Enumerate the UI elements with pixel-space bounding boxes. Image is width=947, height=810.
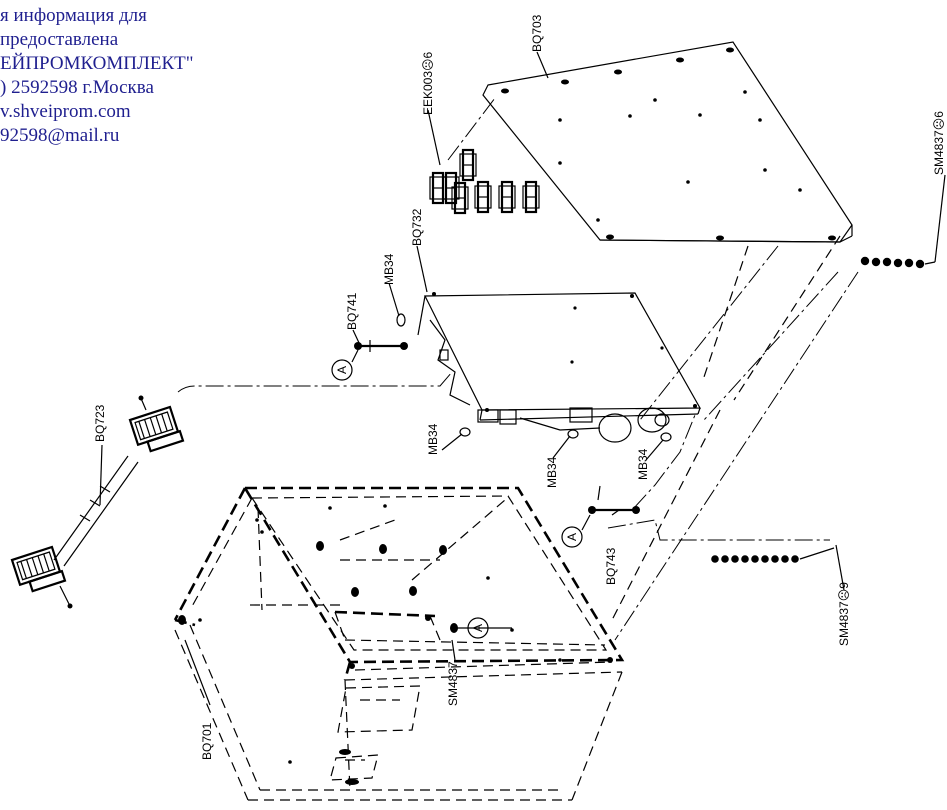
label-mb34-right: MB34 [636, 448, 650, 480]
label-mb34-left: MB34 [426, 423, 440, 455]
cabinet-body [173, 486, 625, 801]
label-sm4837-x6: SM4837☹6 [932, 111, 946, 175]
top-cover-plate [482, 41, 853, 243]
watermark-line: ) 2592598 г.Москва [0, 77, 154, 98]
label-sm4837: SM4837 [446, 661, 460, 706]
label-mb34-top: MB34 [382, 253, 396, 285]
label-mb34-mid: MB34 [545, 456, 559, 488]
label-bq743: BQ743 [604, 547, 618, 585]
screw-row-top [860, 256, 936, 269]
callout-a-center: A [467, 617, 489, 639]
watermark-line: предоставлена [0, 29, 119, 50]
watermark-line: я информация для [0, 5, 147, 26]
part-labels: BQ703 EEK003☹6 SM4837☹6 BQ732 MB34 BQ741… [93, 14, 946, 760]
cable-bq743 [588, 414, 830, 541]
leader-lines [99, 51, 946, 706]
label-sm4837-x9: SM4837☹9 [837, 582, 851, 646]
callout-label: A [565, 533, 579, 541]
cover-holes [501, 47, 836, 241]
callout-a-left: A [331, 349, 359, 381]
watermark-line: ЕЙПРОМКОМПЛЕКТ" [0, 53, 194, 74]
callout-a-right: A [561, 514, 591, 548]
assembly-alignment-lines [611, 235, 859, 641]
callout-label: A [471, 624, 485, 632]
callout-label: A [335, 366, 349, 374]
watermark-line: v.shveiprom.com [0, 101, 131, 122]
cable-bq741 [354, 340, 408, 352]
screw-row-bottom [711, 547, 835, 563]
watermark-line: 92598@mail.ru [0, 125, 120, 146]
label-bq723: BQ723 [93, 404, 107, 442]
bushings [396, 313, 672, 442]
control-box [417, 292, 702, 443]
label-bq701: BQ701 [200, 722, 214, 760]
distributor-watermark: я информация для предоставлена ЕЙПРОМКОМ… [0, 4, 300, 148]
cable-bq723 [10, 371, 453, 609]
label-bq732: BQ732 [410, 208, 424, 246]
label-eek003: EEK003☹6 [421, 51, 435, 115]
label-bq741: BQ741 [345, 292, 359, 330]
cabinet-fasteners [178, 504, 613, 785]
latch-group [429, 97, 540, 215]
label-bq703: BQ703 [530, 14, 544, 52]
